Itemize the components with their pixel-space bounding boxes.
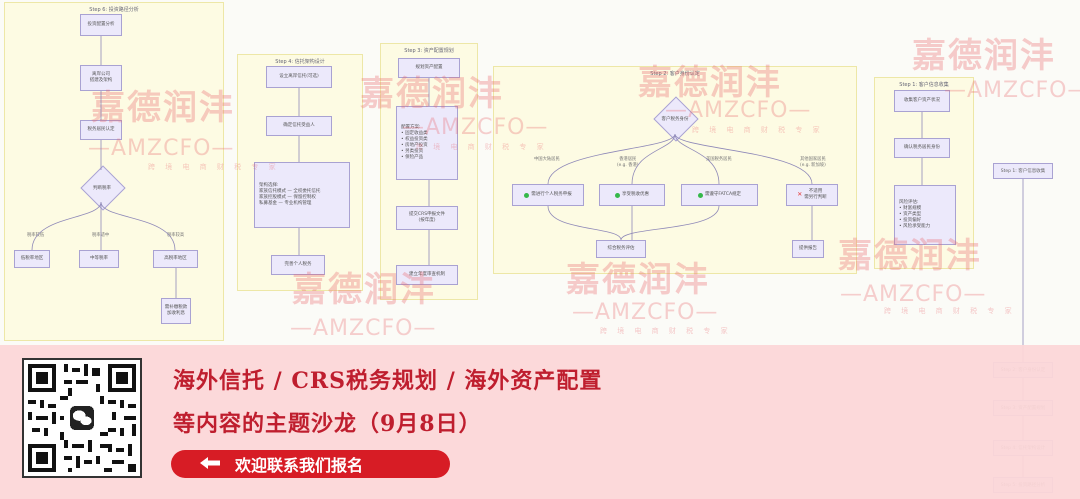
branch-label: 美国税务居民 bbox=[706, 157, 732, 162]
flow-node: 风险评估: • 财富规模 • 资产类型 • 投资偏好 • 风险承受能力 bbox=[894, 185, 956, 245]
result-node: 需遵守FATCA规定 bbox=[681, 184, 758, 206]
branch-label: 香港居民 (e.g. 香港) bbox=[617, 157, 639, 168]
watermark-sub: —AMZCFO— bbox=[944, 78, 1080, 103]
flow-node: 高税率地区 bbox=[153, 250, 198, 268]
watermark-sub: —AMZCFO— bbox=[88, 136, 235, 161]
panel-title: Step 6: 投资路径分析 bbox=[89, 7, 139, 13]
result-label: 需遵守FATCA规定 bbox=[704, 191, 742, 197]
branch-label: 税率适中 bbox=[92, 233, 110, 238]
watermark-sub: —AMZCFO— bbox=[840, 282, 987, 307]
flow-node: 架构选择: 家族信托模式 — 全权委托信托 家族控股模式 — 保留控制权 私募基… bbox=[254, 162, 350, 228]
panel-title: Step 3: 资产配置规划 bbox=[404, 48, 454, 54]
watermark-sub: —AMZCFO— bbox=[665, 98, 812, 123]
watermark-brand: 嘉德润沣 bbox=[292, 270, 436, 310]
flowchart-canvas: Step 6: 投资路径分析 投资配置分析 离岸公司 搭建及架构 税务居民认定 … bbox=[4, 2, 1080, 341]
decision-label: 判断税率 bbox=[93, 186, 111, 191]
flow-node: 收集客户资产状况 bbox=[894, 90, 950, 112]
result-label: 需进行个人税务申报 bbox=[531, 191, 572, 197]
watermark-sub: —AMZCFO— bbox=[572, 300, 719, 325]
arrow-left-icon bbox=[199, 455, 221, 474]
watermark-brand: 嘉德润沣 bbox=[360, 74, 504, 114]
result-label: 享受税收优惠 bbox=[622, 191, 649, 197]
banner-title-line2: 等内容的主题沙龙（9月8日） bbox=[173, 411, 482, 437]
branch-label: 其他国家居民 (e.g. 新加坡) bbox=[800, 157, 826, 168]
qr-code[interactable] bbox=[22, 358, 142, 478]
watermark-brand: 嘉德润沣 bbox=[912, 36, 1056, 76]
panel-title: Step 2: 客户身份认定 bbox=[650, 71, 700, 77]
wechat-qr-code-icon bbox=[24, 360, 140, 476]
watermark-tag: 跨 境 电 商 财 税 专 家 bbox=[600, 327, 732, 335]
check-icon bbox=[697, 192, 703, 198]
branch-label: 中国大陆居民 bbox=[534, 157, 560, 162]
watermark-tag: 跨 境 电 商 财 税 专 家 bbox=[416, 143, 548, 151]
watermark-brand: 嘉德润沣 bbox=[91, 88, 235, 128]
panel-title: Step 4: 信托架构设计 bbox=[275, 59, 325, 65]
watermark-sub: —AMZCFO— bbox=[290, 316, 437, 341]
check-icon bbox=[524, 192, 530, 198]
flow-node: 建立年度审查机制 bbox=[396, 265, 458, 285]
flow-node: 设立离岸信托(可选) bbox=[266, 66, 332, 88]
branch-label: 税率较高 bbox=[167, 233, 185, 238]
flow-node: 需补缴税款 加收利息 bbox=[161, 298, 191, 324]
check-icon bbox=[615, 192, 620, 198]
cross-icon: ✕ bbox=[797, 190, 803, 198]
panel-title: Step 1: 客户信息收集 bbox=[899, 82, 949, 88]
result-node: 享受税收优惠 bbox=[599, 184, 665, 206]
watermark-tag: 跨 境 电 商 财 税 专 家 bbox=[148, 163, 280, 171]
flow-node: 确定信托受益人 bbox=[266, 116, 332, 136]
flow-node: 中等税率 bbox=[79, 250, 119, 268]
watermark-brand: 嘉德润沣 bbox=[566, 260, 710, 300]
watermark-brand: 嘉德润沣 bbox=[638, 63, 782, 103]
signup-cta-button[interactable]: 欢迎联系我们报名 bbox=[171, 450, 450, 478]
flow-node: 低税率地区 bbox=[14, 250, 50, 268]
flow-node: 配置方案: • 固定收益类 • 权益投资类 • 房地产投资 • 另类投资 • 保… bbox=[396, 106, 458, 180]
watermark-tag: 跨 境 电 商 财 税 专 家 bbox=[692, 126, 824, 134]
result-node: 需进行个人税务申报 bbox=[512, 184, 584, 206]
overview-node: Step 1: 客户信息收集 bbox=[993, 163, 1053, 179]
cta-label: 欢迎联系我们报名 bbox=[235, 456, 364, 475]
watermark-sub: —AMZCFO— bbox=[402, 115, 549, 140]
flow-node: 综合税务评估 bbox=[596, 240, 646, 258]
decision-label: 客户税务身份 bbox=[661, 117, 689, 122]
result-label: 不适用 需另行判断 bbox=[804, 188, 827, 200]
result-node: ✕不适用 需另行判断 bbox=[786, 184, 838, 206]
banner-title-line1: 海外信托 / CRS税务规划 / 海外资产配置 bbox=[173, 368, 603, 394]
flow-node: 投资配置分析 bbox=[80, 14, 122, 36]
flow-node: 完善个人税务 bbox=[271, 255, 325, 275]
flow-node: 规划资产配置 bbox=[398, 58, 460, 78]
flow-node: 提供报告 bbox=[792, 240, 824, 258]
watermark-tag: 跨 境 电 商 财 税 专 家 bbox=[884, 307, 1016, 315]
flow-node: 确认税务居民身份 bbox=[894, 138, 950, 158]
branch-label: 税率较低 bbox=[27, 233, 45, 238]
watermark-brand: 嘉德润沣 bbox=[838, 236, 982, 276]
flow-node: 提交CRS申报文件 (按年度) bbox=[396, 206, 458, 230]
